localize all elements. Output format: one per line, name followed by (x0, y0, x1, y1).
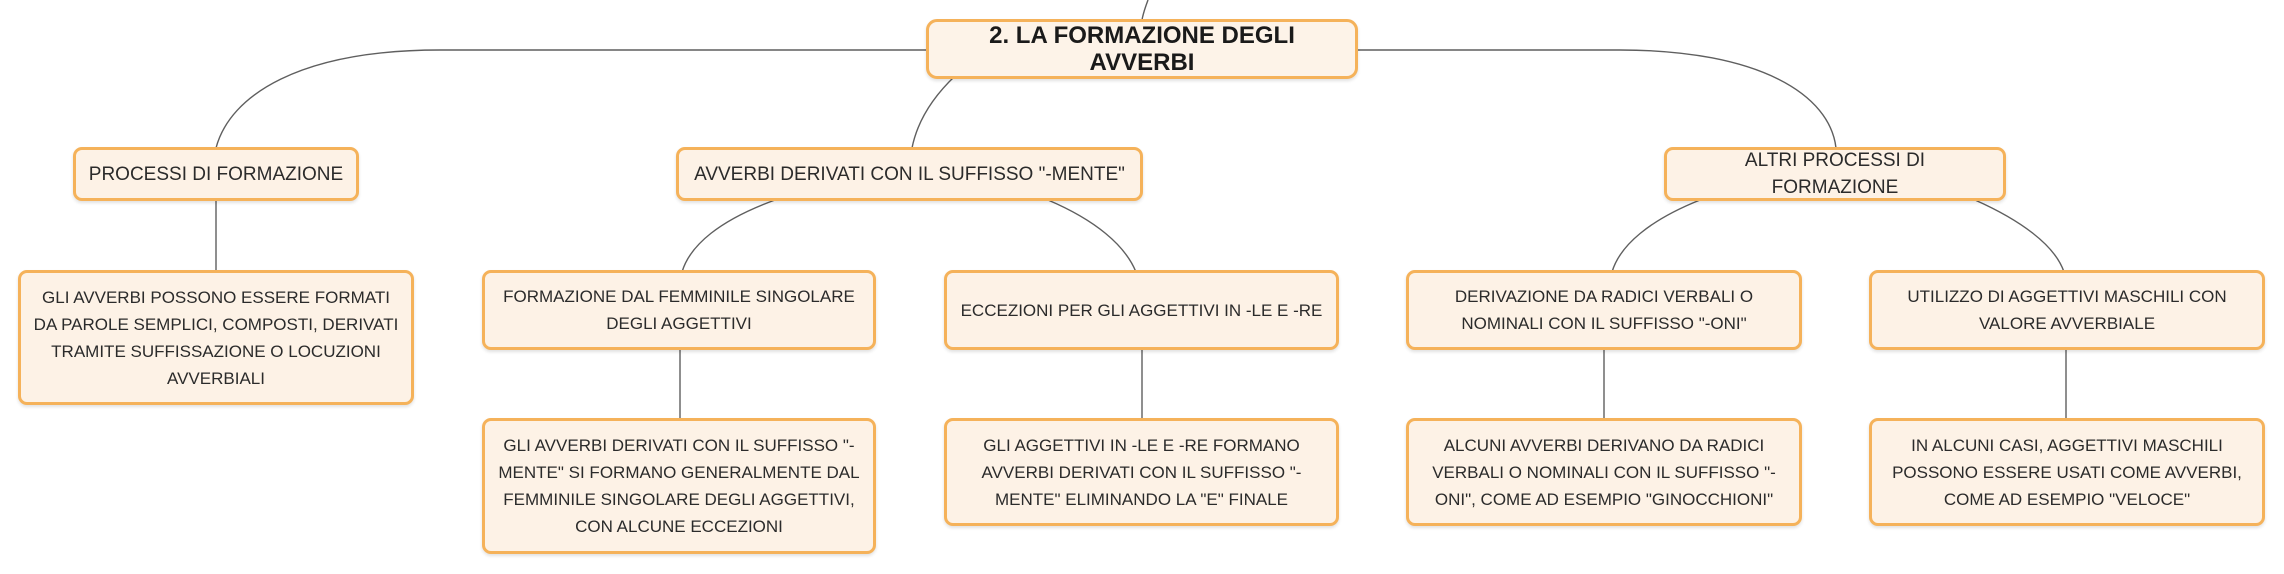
subnode-label: DERIVAZIONE DA RADICI VERBALI O NOMINALI… (1454, 287, 1754, 333)
branch-label: ALTRI PROCESSI DI FORMAZIONE (1744, 150, 1926, 198)
subnode-label: ECCEZIONI PER GLI AGGETTIVI IN -LE E -RE (960, 300, 1323, 320)
connector-root-branch1 (215, 49, 928, 149)
detail-femminile-singolare[interactable]: GLI AVVERBI DERIVATI CON IL SUFFISSO "-M… (482, 418, 876, 554)
connector-root-branch2 (911, 75, 956, 149)
branch-processi-di-formazione[interactable]: PROCESSI DI FORMAZIONE (73, 147, 359, 201)
leaf-text: GLI AVVERBI POSSONO ESSERE FORMATI DA PA… (33, 287, 399, 388)
detail-text: GLI AGGETTIVI IN -LE E -RE FORMANO AVVER… (981, 435, 1302, 509)
connector-branch3-sub1 (1611, 199, 1701, 273)
subnode-eccezioni-le-re[interactable]: ECCEZIONI PER GLI AGGETTIVI IN -LE E -RE (944, 270, 1339, 350)
subnode-aggettivi-maschili[interactable]: UTILIZZO DI AGGETTIVI MASCHILI CON VALOR… (1869, 270, 2265, 350)
connector-branch3-sub2 (1974, 199, 2065, 273)
detail-aggettivi-maschili[interactable]: IN ALCUNI CASI, AGGETTIVI MASCHILI POSSO… (1869, 418, 2265, 526)
detail-eccezioni-le-re[interactable]: GLI AGGETTIVI IN -LE E -RE FORMANO AVVER… (944, 418, 1339, 526)
branch-altri-processi[interactable]: ALTRI PROCESSI DI FORMAZIONE (1664, 147, 2006, 201)
leaf-processi-detail[interactable]: GLI AVVERBI POSSONO ESSERE FORMATI DA PA… (18, 270, 414, 405)
root-label: 2. LA FORMAZIONE DEGLI AVVERBI (989, 22, 1295, 76)
subnode-label: UTILIZZO DI AGGETTIVI MASCHILI CON VALOR… (1907, 287, 2227, 333)
detail-text: GLI AVVERBI DERIVATI CON IL SUFFISSO "-M… (498, 436, 860, 536)
subnode-radici-oni[interactable]: DERIVAZIONE DA RADICI VERBALI O NOMINALI… (1406, 270, 1802, 350)
detail-text: IN ALCUNI CASI, AGGETTIVI MASCHILI POSSO… (1892, 435, 2242, 509)
connector-branch2-sub1 (681, 199, 776, 273)
branch-label: AVVERBI DERIVATI CON IL SUFFISSO "-MENTE… (694, 163, 1125, 185)
subnode-label: FORMAZIONE DAL FEMMINILE SINGOLARE DEGLI… (503, 287, 855, 333)
branch-label: PROCESSI DI FORMAZIONE (88, 163, 344, 185)
branch-avverbi-mente[interactable]: AVVERBI DERIVATI CON IL SUFFISSO "-MENTE… (676, 147, 1143, 201)
subnode-femminile-singolare[interactable]: FORMAZIONE DAL FEMMINILE SINGOLARE DEGLI… (482, 270, 876, 350)
detail-radici-oni[interactable]: ALCUNI AVVERBI DERIVANO DA RADICI VERBAL… (1406, 418, 1802, 526)
root-node[interactable]: 2. LA FORMAZIONE DEGLI AVVERBI (926, 19, 1358, 79)
connector-root-top (1141, 0, 1149, 21)
connector-root-branch3 (1355, 49, 1837, 149)
detail-text: ALCUNI AVVERBI DERIVANO DA RADICI VERBAL… (1432, 435, 1776, 509)
connector-branch2-sub2 (1047, 199, 1137, 273)
